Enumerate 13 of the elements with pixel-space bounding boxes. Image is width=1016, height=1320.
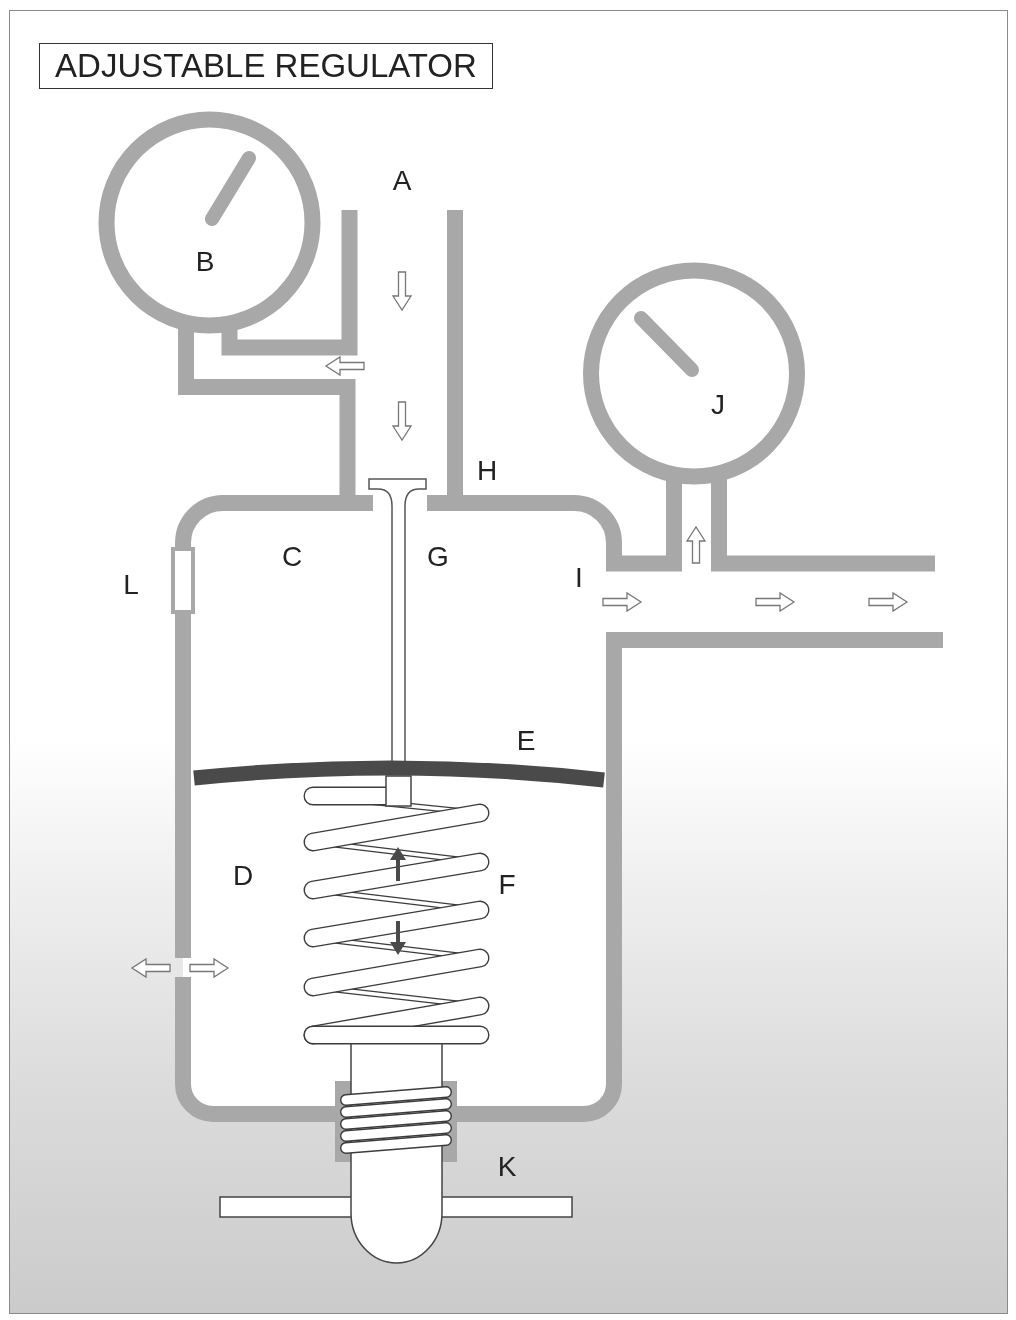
callout-letter: C: [281, 543, 303, 571]
callout-letter: I: [575, 564, 583, 592]
callout-letter: L: [123, 571, 139, 599]
callout-letter: H: [476, 457, 498, 485]
callout-letter: E: [516, 727, 536, 755]
title: ADJUSTABLE REGULATOR: [39, 43, 493, 89]
callout-letter: B: [195, 248, 215, 276]
callout-letter: G: [427, 543, 449, 571]
callout-letter: F: [498, 871, 516, 899]
callout-letter: A: [392, 167, 412, 195]
callout-letter: K: [497, 1153, 517, 1181]
callout-letter: D: [232, 862, 254, 890]
callout-letter: J: [711, 391, 725, 419]
